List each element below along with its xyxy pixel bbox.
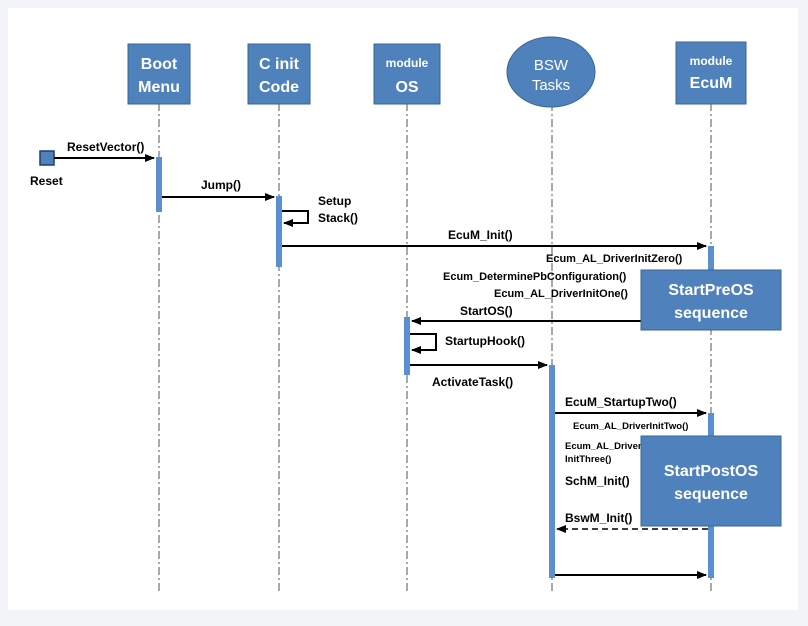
label-driver-init-two: Ecum_AL_DriverInitTwo() (573, 421, 688, 432)
sequence-box-start-pre-os: StartPreOS sequence (640, 269, 782, 331)
label-startup-two: EcuM_StartupTwo() (565, 395, 677, 409)
label-setup-stack-2: Stack() (318, 211, 358, 225)
label-ecum-init: EcuM_Init() (448, 228, 513, 242)
participant-bsw-tasks: BSW Tasks (506, 36, 596, 108)
activation-module-os (404, 317, 410, 375)
activation-bsw-tasks (549, 365, 555, 578)
module-os-big: OS (395, 79, 418, 96)
boot-menu-line-1: Boot (141, 56, 178, 73)
activation-c-init-code (276, 196, 282, 267)
label-driver-init-one: Ecum_AL_DriverInitOne() (494, 288, 628, 300)
sequence-diagram-svg: Boot Menu C init Code module OS BSW Task… (30, 36, 782, 593)
label-reset-vector: ResetVector() (67, 140, 144, 154)
module-ecum-big: EcuM (690, 75, 733, 92)
label-startup-hook: StartupHook() (445, 334, 525, 348)
sequence-box-start-post-os: StartPostOS sequence (640, 435, 782, 527)
sequence-diagram: Boot Menu C init Code module OS BSW Task… (8, 8, 798, 610)
label-driver-init-three-2: InitThree() (565, 454, 611, 465)
module-os-small: module (386, 56, 429, 70)
label-driver-init-three-1: Ecum_AL_Driver (565, 441, 642, 452)
start-post-os-line-2: sequence (674, 486, 748, 503)
reset-label: Reset (30, 174, 63, 188)
label-activate-task: ActivateTask() (432, 375, 513, 389)
start-pre-os-line-1: StartPreOS (668, 282, 754, 299)
label-driver-init-zero: Ecum_AL_DriverInitZero() (546, 253, 683, 265)
label-setup-stack-1: Setup (318, 194, 351, 208)
arrow-setup-stack (282, 210, 309, 227)
participant-module-ecum: module EcuM (675, 41, 747, 105)
start-post-os-line-1: StartPostOS (664, 463, 759, 480)
bsw-tasks-line-2: Tasks (532, 77, 570, 94)
arrow-startup-hook (410, 333, 437, 354)
label-determine-pb: Ecum_DeterminePbConfiguration() (443, 271, 627, 283)
bsw-tasks-line-1: BSW (534, 57, 569, 74)
label-schm-init: SchM_Init() (565, 474, 630, 488)
reset-marker (39, 150, 55, 166)
module-ecum-small: module (690, 54, 733, 68)
c-init-code-line-2: Code (259, 79, 299, 96)
label-jump: Jump() (201, 178, 241, 192)
label-bswm-init: BswM_Init() (565, 511, 632, 525)
participant-module-os: module OS (373, 43, 441, 105)
start-pre-os-line-2: sequence (674, 305, 748, 322)
activation-boot-menu (156, 157, 162, 212)
participant-boot-menu: Boot Menu (127, 43, 191, 105)
boot-menu-line-2: Menu (138, 79, 180, 96)
c-init-code-line-1: C init (259, 56, 300, 73)
participant-c-init-code: C init Code (247, 43, 311, 105)
label-start-os: StartOS() (460, 304, 513, 318)
